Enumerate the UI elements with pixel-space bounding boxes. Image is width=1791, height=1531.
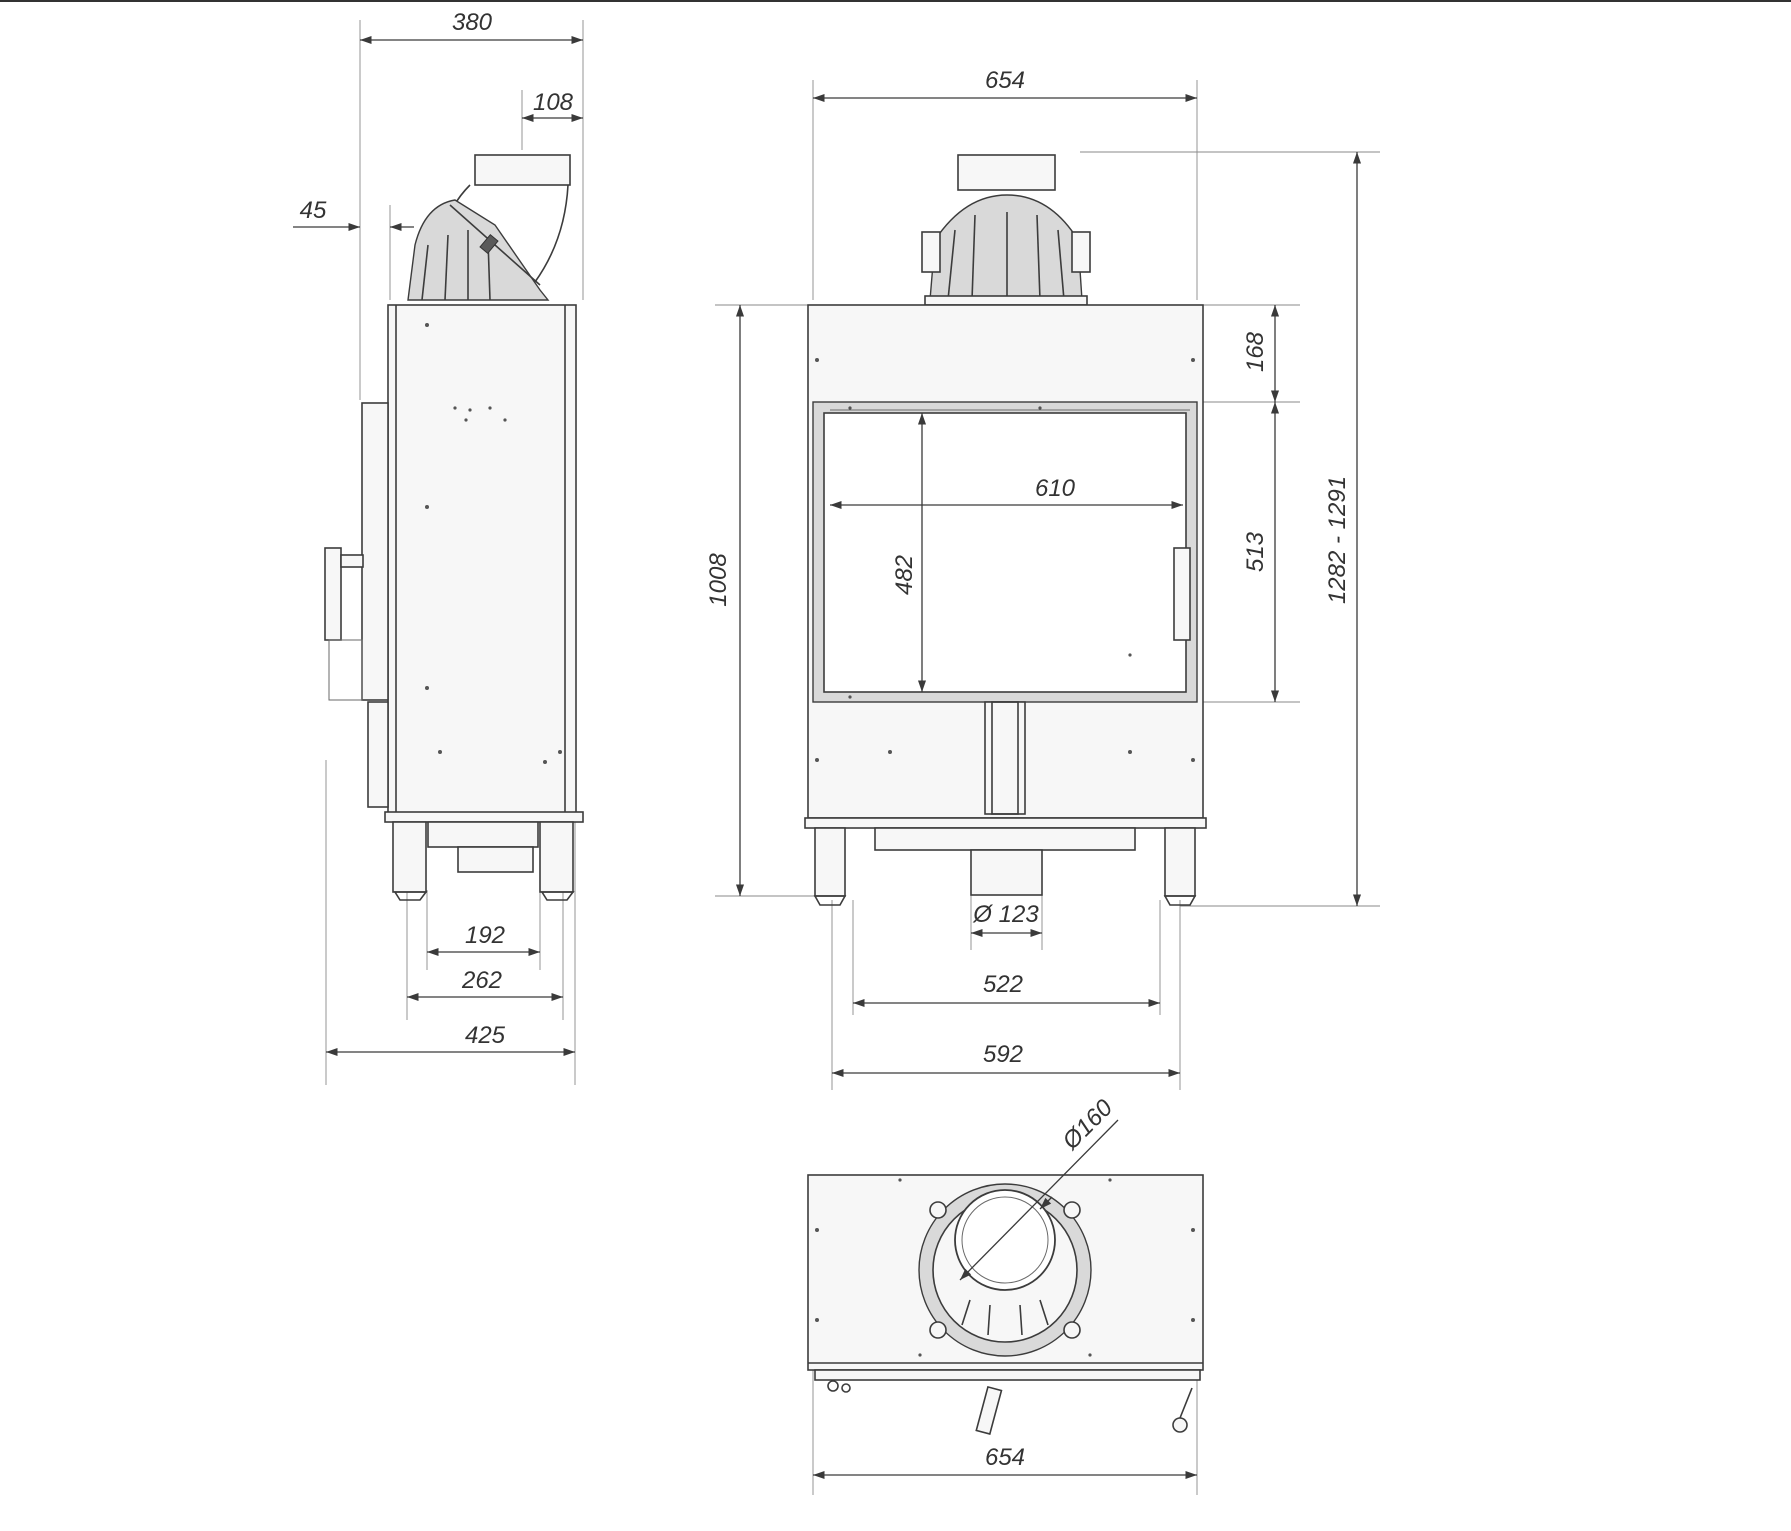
side-leg-rear <box>539 821 574 893</box>
front-view: 654 610 482 1008 168 513 1282 - 1291 Ø 1… <box>705 67 1380 1090</box>
front-air-inlet-pipe <box>970 849 1043 896</box>
dim-side-flue-offset: 108 <box>533 89 574 116</box>
dim-front-legs-outer: 592 <box>983 1041 1023 1068</box>
front-flue-collar <box>957 154 1056 191</box>
top-door-latch <box>1172 1417 1188 1433</box>
dim-front-body-height: 1008 <box>705 553 732 607</box>
top-flue-opening <box>954 1189 1056 1291</box>
dim-side-legs-outer: 262 <box>461 967 502 994</box>
front-glass-opening <box>823 412 1187 693</box>
front-door-latch <box>1173 547 1191 641</box>
dim-front-width: 654 <box>985 67 1025 94</box>
side-main-body <box>387 304 577 818</box>
dim-front-opening-height: 482 <box>891 555 918 595</box>
side-door-handle <box>324 547 342 641</box>
dim-side-depth-top: 380 <box>452 9 493 36</box>
dim-front-top-band: 168 <box>1242 331 1269 372</box>
top-air-slider <box>975 1385 1003 1436</box>
front-leg-right <box>1164 827 1196 897</box>
side-view: 380 108 45 192 262 425 <box>293 9 584 1085</box>
dim-front-door-height: 513 <box>1242 531 1269 572</box>
top-view: Ø160 654 <box>807 1094 1204 1495</box>
dim-front-air-inlet: Ø 123 <box>972 901 1039 928</box>
side-flue-collar <box>474 154 571 186</box>
front-cast-dome <box>929 194 1083 301</box>
dim-side-door-offset: 45 <box>300 197 327 224</box>
side-door-frame <box>361 402 389 701</box>
front-air-slider <box>984 701 1026 815</box>
dim-top-flue-diameter: Ø160 <box>1057 1094 1119 1156</box>
dim-top-width: 654 <box>985 1444 1025 1471</box>
dim-front-total-height: 1282 - 1291 <box>1324 476 1351 604</box>
front-leg-left <box>814 827 846 897</box>
side-cast-dome <box>407 199 550 301</box>
dim-front-legs-inner: 522 <box>983 971 1023 998</box>
dim-side-total-depth: 425 <box>465 1022 506 1049</box>
side-leg-front <box>392 821 427 893</box>
dim-side-legs-inner: 192 <box>465 922 505 949</box>
dim-front-opening-width: 610 <box>1035 475 1076 502</box>
side-air-box <box>367 701 389 808</box>
